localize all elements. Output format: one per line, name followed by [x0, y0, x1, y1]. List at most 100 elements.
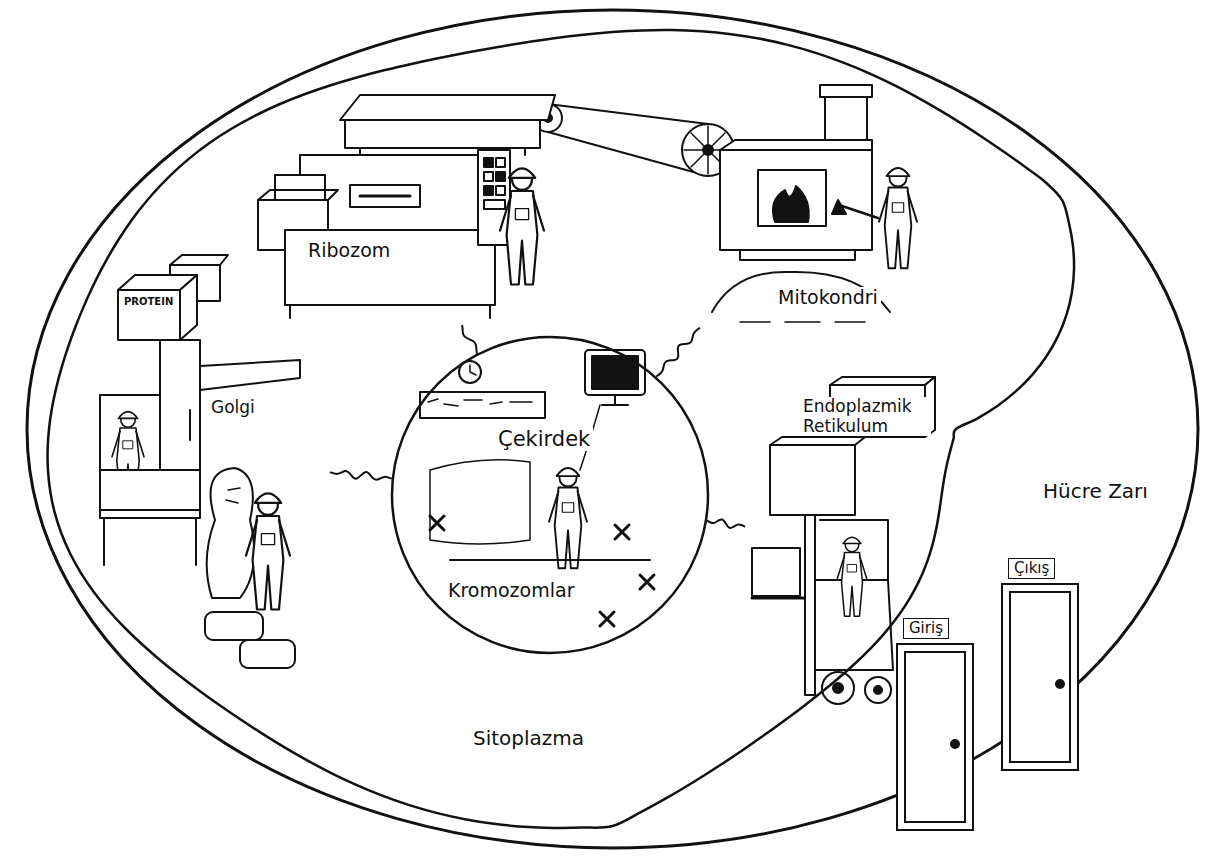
ribosome-machine-drawing-part: [290, 305, 490, 318]
wire-connector: [707, 519, 745, 528]
door-drawing: [897, 644, 973, 830]
organelle-label: Mitokondri: [775, 287, 881, 309]
nucleus-interior-drawing-part: [602, 395, 628, 405]
wire-connector: [330, 471, 392, 480]
nucleus-interior-drawing-part: [592, 356, 638, 389]
ribosome-machine-drawing-part: [484, 200, 505, 209]
ribosome-machine-drawing-part: [285, 230, 495, 305]
golgi-station-drawing-part: [189, 410, 191, 440]
nucleus-interior-drawing-part: [640, 575, 654, 589]
er-forklift: Endoplazmik Retikulum: [745, 375, 937, 710]
nucleus-interior-drawing-part: [470, 365, 476, 375]
exit-door-outline: [1000, 552, 1080, 772]
ribosome-machine-drawing-part: [340, 95, 555, 120]
organelle-label: Kromozomlar: [445, 580, 577, 602]
mitochondria-furnace-drawing-part: [720, 140, 872, 150]
ribosome-machine-drawing-part: [484, 172, 493, 181]
mitochondria-furnace-drawing-part: [773, 186, 809, 222]
nucleus-interior-drawing-part: [585, 350, 645, 395]
er-forklift-drawing-part: [822, 672, 854, 704]
golgi-station-drawing-part: [240, 640, 295, 668]
ribosome-machine-drawing-part: [300, 155, 495, 230]
membrane-label: Hücre Zarı: [1040, 480, 1151, 503]
er-forklift-drawing-part: [770, 437, 865, 445]
cell-membrane-outline: [25, 8, 1200, 850]
door-panel: [905, 652, 965, 822]
golgi-station-drawing-part: [100, 510, 200, 518]
entrance-door: Giriş: [895, 612, 975, 832]
nucleus-interior-drawing-part: [615, 525, 629, 539]
door-frame: [897, 644, 973, 830]
cytoplasm-outline: [48, 30, 1075, 828]
mitochondria-furnace-drawing-part: [832, 200, 846, 214]
conveyor-belt-part: [548, 104, 708, 124]
wire-connector: [462, 325, 477, 354]
er-forklift-drawing: [752, 377, 935, 704]
nucleus-circle: ÇekirdekKromozomlar: [390, 335, 710, 655]
organelle-label: Ribozom: [305, 240, 393, 262]
ribosome-machine-drawing-part: [350, 185, 420, 207]
mitochondria-furnace-drawing-part: [740, 250, 855, 260]
door-panel: [1010, 592, 1070, 762]
nucleus-interior-drawing-part: [430, 460, 530, 544]
mitochondria-furnace: Mitokondri: [700, 80, 920, 330]
nucleus-interior-drawing-part: [428, 399, 532, 406]
mitochondria-furnace-drawing: [712, 85, 917, 322]
ribosome-machine-drawing-part: [496, 186, 505, 195]
mitochondria-furnace-drawing-part: [712, 272, 890, 312]
mitochondria-furnace-drawing-part: [879, 168, 917, 268]
ribosome-machine: Ribozom: [250, 85, 550, 325]
region-label: Sitoplazma: [470, 727, 587, 750]
door-knob: [1056, 680, 1064, 688]
ribosome-machine-drawing-part: [496, 158, 505, 167]
mitochondria-furnace-drawing-part: [758, 170, 826, 226]
nucleus-circle-outline: [390, 335, 710, 655]
cell-membrane: RibozomMitokondriGolgiÇekirdekKromozomla…: [25, 8, 1200, 850]
er-forklift-drawing-part: [874, 686, 882, 694]
door-drawing: [1002, 584, 1078, 770]
golgi-station-drawing-part: [200, 360, 300, 390]
er-forklift-drawing-part: [752, 597, 808, 600]
membrane-outline: [27, 10, 1198, 848]
mitochondria-furnace-drawing-part: [842, 206, 878, 218]
door-sign: Giriş: [903, 618, 949, 639]
mitochondria-furnace-drawing-part: [740, 321, 865, 323]
nucleus-interior-drawing: [420, 350, 654, 626]
nucleus-interior-drawing-part: [450, 559, 650, 561]
golgi-station-drawing-part: [226, 488, 240, 503]
er-forklift-drawing-part: [837, 537, 867, 616]
exit-door: Çıkış: [1000, 552, 1080, 772]
ribosome-machine-drawing-part: [478, 150, 510, 245]
er-forklift-drawing-part: [752, 548, 800, 596]
golgi-station-drawing-part: [180, 275, 197, 340]
er-forklift-drawing-part: [805, 515, 815, 695]
ribosome-machine-drawing-part: [258, 190, 338, 200]
er-forklift-drawing-part: [830, 377, 935, 385]
door-sign: Çıkış: [1008, 558, 1055, 579]
organelle-label: Endoplazmik Retikulum: [800, 397, 931, 436]
er-forklift-drawing-part: [833, 683, 843, 693]
nucleus-interior-drawing-part: [549, 468, 587, 568]
cytoplasm-region: RibozomMitokondriGolgiÇekirdekKromozomla…: [25, 8, 1200, 850]
ribosome-machine-drawing-part: [360, 195, 410, 198]
ribosome-machine-drawing: [258, 95, 555, 318]
ribosome-machine-drawing-part: [496, 172, 505, 181]
box-label: PROTEIN: [122, 296, 175, 307]
nucleus-outline: [392, 337, 708, 653]
golgi-station-drawing-part: [100, 470, 200, 510]
organelle-label: Golgi: [208, 398, 258, 418]
nucleus-interior-drawing-part: [600, 612, 614, 626]
door-frame: [1002, 584, 1078, 770]
golgi-station-drawing-part: [246, 493, 290, 609]
organelle-label: Çekirdek: [495, 427, 593, 451]
nucleus-interior-drawing-part: [459, 361, 481, 383]
er-forklift-drawing-part: [770, 445, 855, 515]
golgi-station-drawing: [100, 255, 300, 668]
cytoplasm-region-outline: [25, 8, 1200, 850]
golgi-station-drawing-part: [104, 518, 196, 565]
golgi-station-drawing-part: [170, 255, 228, 265]
golgi-station-drawing-part: [118, 290, 180, 340]
mitochondria-furnace-drawing-part: [820, 85, 872, 97]
